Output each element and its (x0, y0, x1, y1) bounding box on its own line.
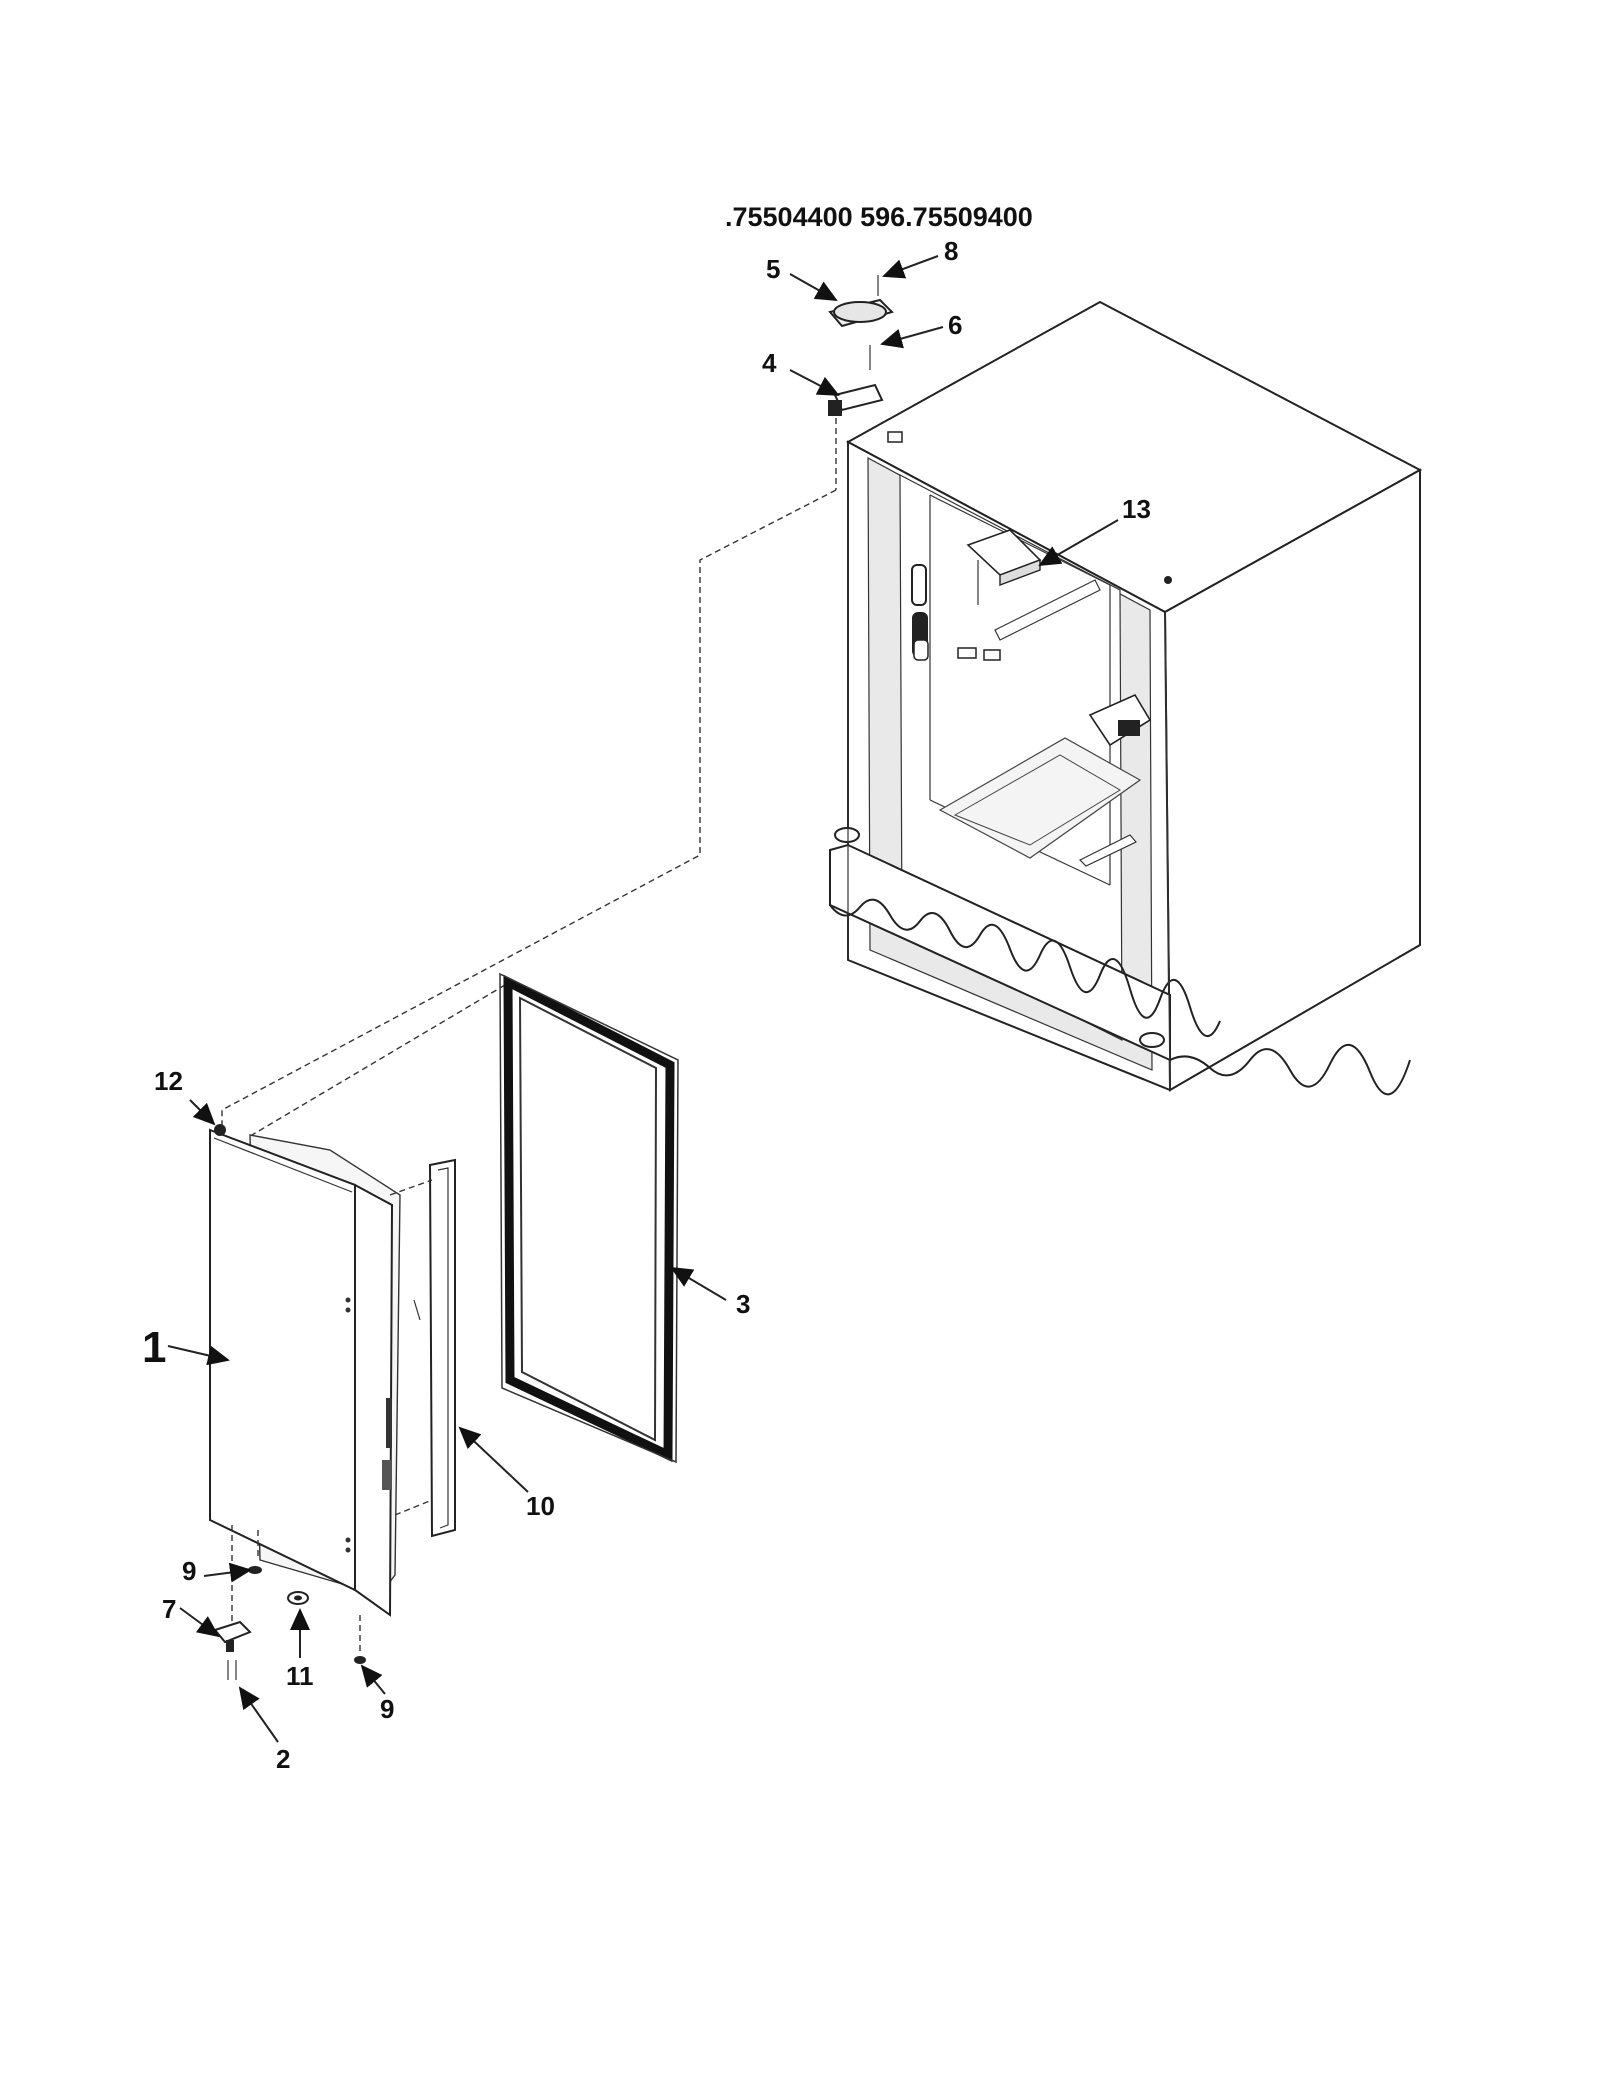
svg-text:11: 11 (286, 1661, 314, 1691)
callout-5: 5 (766, 254, 838, 301)
svg-text:10: 10 (526, 1491, 555, 1521)
svg-text:9: 9 (182, 1556, 196, 1586)
svg-text:6: 6 (948, 310, 962, 340)
svg-text:5: 5 (766, 254, 780, 284)
callout-2: 2 (238, 1686, 290, 1774)
callout-7: 7 (162, 1594, 220, 1638)
callout-9-upper: 9 (182, 1556, 252, 1586)
svg-text:9: 9 (380, 1694, 394, 1724)
projection-line-gasket (251, 984, 506, 1136)
top-hinge-assembly (828, 275, 894, 490)
callout-3: 3 (670, 1266, 750, 1319)
svg-text:12: 12 (154, 1066, 183, 1096)
projection-line-door (221, 489, 837, 1135)
callout-1: 1 (142, 1323, 230, 1372)
callout-9-lower: 9 (360, 1664, 394, 1724)
callout-13: 13 (1038, 494, 1151, 566)
svg-text:8: 8 (944, 236, 958, 266)
svg-text:1: 1 (142, 1323, 166, 1372)
svg-text:2: 2 (276, 1744, 290, 1774)
door-gasket (499, 972, 679, 1464)
svg-text:13: 13 (1122, 494, 1151, 524)
door-handle-strip (389, 1158, 456, 1538)
bottom-hinge-hardware (213, 1525, 366, 1680)
callout-12: 12 (154, 1066, 216, 1126)
callout-10: 10 (458, 1426, 555, 1521)
callout-11: 11 (286, 1608, 314, 1691)
svg-text:4: 4 (762, 348, 777, 378)
refrigerator-cabinet (829, 300, 1423, 1096)
callout-4: 4 (762, 348, 840, 396)
callout-8: 8 (882, 236, 958, 279)
door-assembly (209, 1124, 401, 1617)
svg-text:7: 7 (162, 1594, 176, 1624)
model-number-header: .75504400 596.75509400 (725, 202, 1033, 232)
callout-6: 6 (880, 310, 962, 349)
svg-text:3: 3 (736, 1289, 750, 1319)
